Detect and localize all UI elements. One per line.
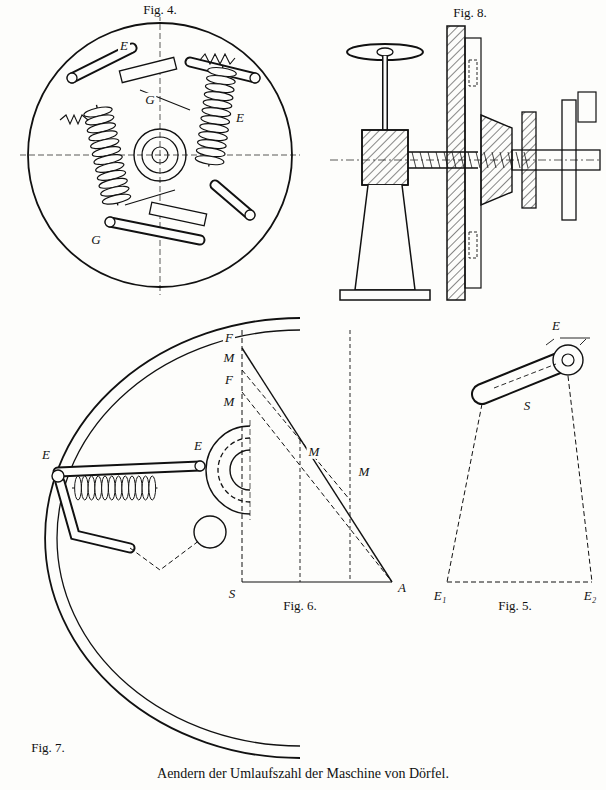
figure-caption: Aendern der Umlaufszahl der Maschine von…: [0, 766, 606, 781]
part-letter: E: [550, 319, 562, 333]
part-letter: G: [143, 93, 156, 107]
figure-label: Fig. 8.: [451, 6, 489, 20]
part-letter: E: [40, 448, 52, 462]
part-letter: A: [396, 581, 408, 595]
figure-label: Fig. 4.: [141, 3, 179, 17]
part-letter: M: [307, 445, 322, 459]
fig8-drawing: [330, 26, 600, 300]
figure-label: Fig. 5.: [496, 599, 534, 613]
figure-label: Fig. 7.: [29, 741, 67, 755]
part-letter: E₂: [582, 589, 598, 603]
part-letter: F: [223, 373, 235, 387]
figure-label: Fig. 6.: [281, 599, 319, 613]
part-letter: G: [89, 233, 102, 247]
fig4-drawing: [20, 15, 300, 295]
part-letter: E: [118, 39, 130, 53]
part-letter: M: [357, 465, 372, 479]
part-letter: M: [222, 351, 237, 365]
part-letter: M: [222, 395, 237, 409]
part-letter: E₁: [432, 589, 448, 603]
part-letter: E: [234, 111, 246, 125]
part-letter: F: [223, 331, 235, 345]
part-letter: S: [522, 399, 533, 413]
fig5-drawing: [447, 338, 592, 582]
part-letter: S: [227, 587, 238, 601]
fig7-drawing: [45, 318, 300, 758]
part-letter: E: [192, 439, 204, 453]
fig6-drawing: [242, 330, 392, 582]
